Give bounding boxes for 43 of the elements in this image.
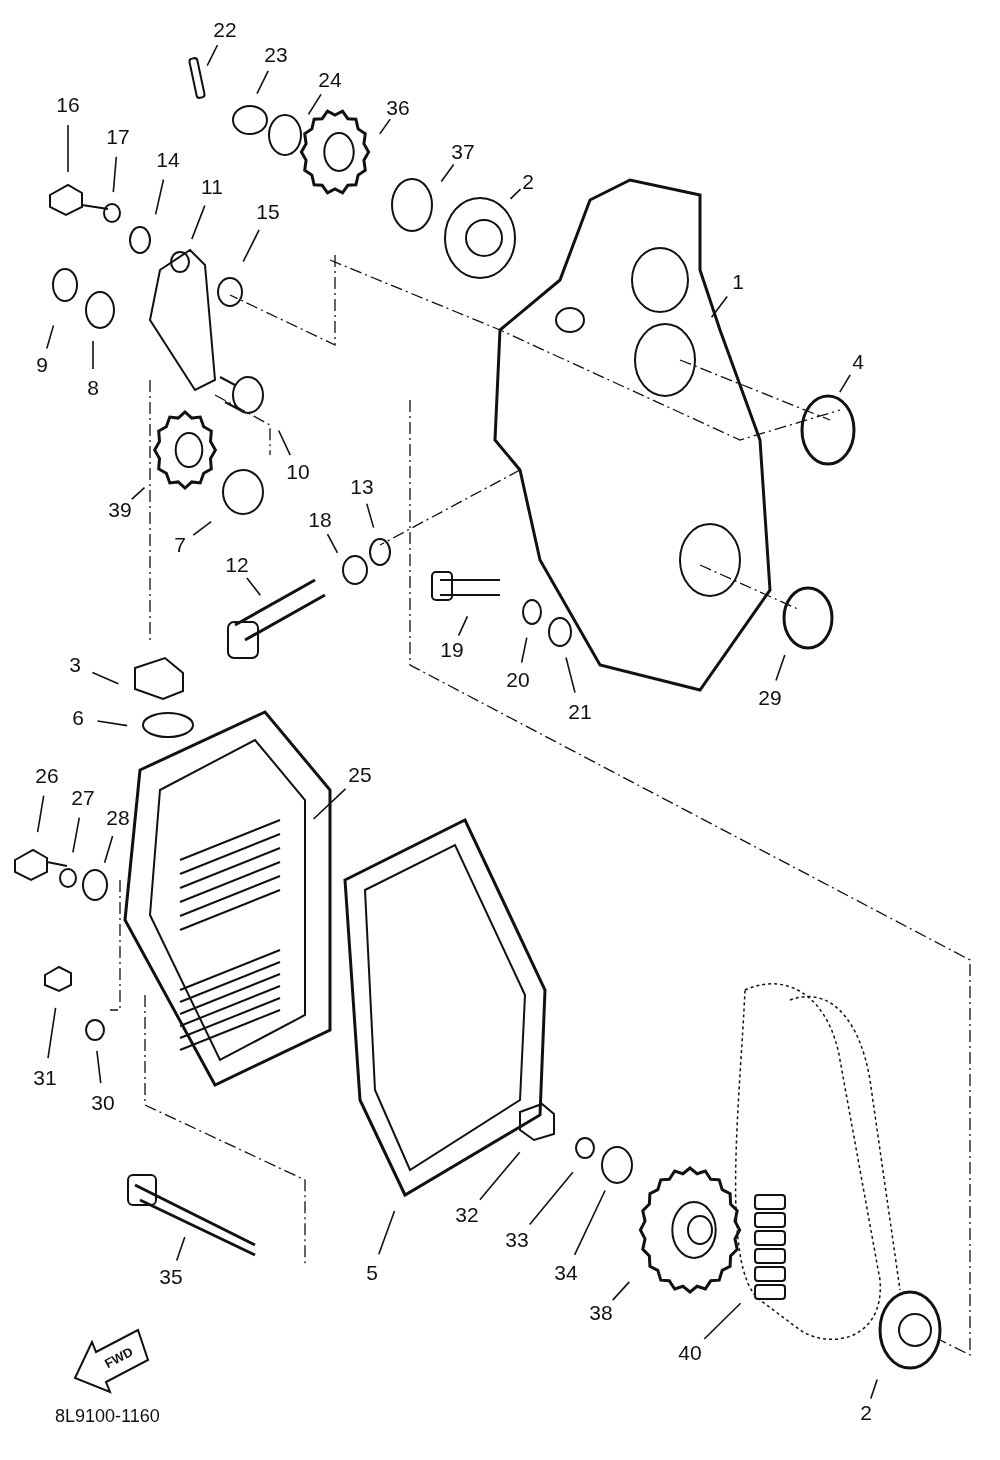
leader-line bbox=[378, 1210, 396, 1255]
leader-line bbox=[46, 324, 55, 350]
leader-line bbox=[379, 118, 391, 135]
leader-line bbox=[92, 340, 94, 370]
leader-line bbox=[457, 615, 469, 637]
leader-line bbox=[192, 520, 212, 536]
leader-line bbox=[112, 156, 118, 193]
leader-line bbox=[839, 374, 851, 393]
leader-line bbox=[129, 486, 146, 502]
leader-line bbox=[703, 1302, 742, 1340]
leader-line bbox=[91, 671, 120, 685]
leader-line bbox=[326, 533, 339, 554]
leader-line bbox=[565, 656, 576, 694]
leader-line bbox=[509, 188, 522, 200]
leader-line bbox=[775, 654, 786, 682]
leader-line bbox=[72, 816, 81, 854]
leader-line bbox=[36, 794, 45, 833]
leader-line bbox=[573, 1189, 606, 1256]
leader-line bbox=[870, 1378, 878, 1400]
leader-line bbox=[96, 720, 128, 727]
leader-line bbox=[175, 1236, 186, 1262]
leader-line bbox=[312, 788, 347, 820]
leader-line bbox=[206, 44, 219, 67]
leader-line bbox=[256, 70, 269, 95]
leader-line bbox=[528, 1171, 574, 1226]
leader-line bbox=[307, 93, 322, 116]
leader-line bbox=[96, 1050, 102, 1084]
leader-line bbox=[242, 229, 260, 263]
leader-line bbox=[103, 835, 114, 864]
leader-line bbox=[67, 124, 69, 173]
leader-line bbox=[520, 636, 528, 664]
leader-line bbox=[440, 163, 455, 183]
leader-line bbox=[47, 1007, 57, 1059]
leader-line bbox=[191, 204, 206, 240]
leader-line bbox=[611, 1281, 631, 1301]
leader-line bbox=[366, 503, 375, 529]
leader-line bbox=[154, 178, 165, 216]
direction-label: FWD bbox=[102, 1343, 136, 1372]
leader-line bbox=[479, 1151, 521, 1201]
leader-line bbox=[277, 429, 291, 456]
leader-line bbox=[710, 295, 728, 318]
drawing-number: 8L9100-1160 bbox=[55, 1406, 160, 1427]
leader-line bbox=[246, 577, 262, 597]
